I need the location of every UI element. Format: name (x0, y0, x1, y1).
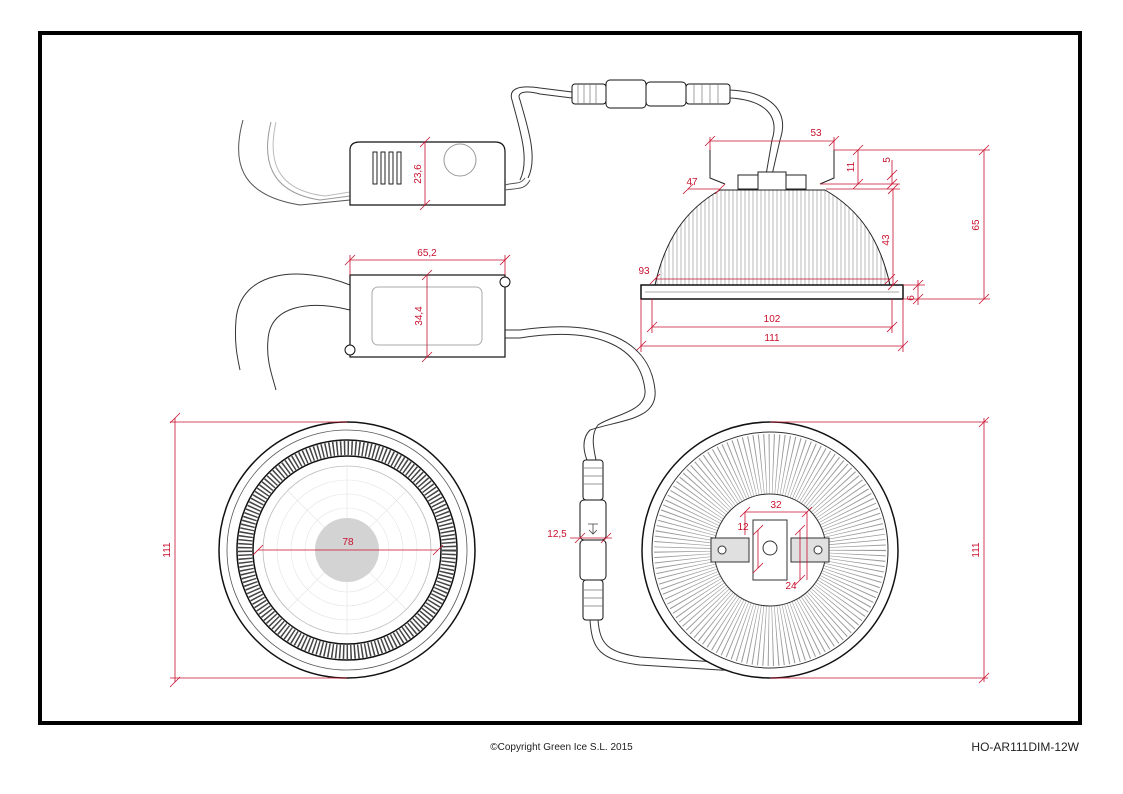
connector-top (571, 79, 731, 109)
ballast-top-view (238, 119, 531, 206)
dim-label-terminal-height: 24 (785, 581, 797, 592)
dim-label-connector-width: 12,5 (547, 529, 567, 540)
dim-label-outer-diameter: 111 (764, 333, 780, 344)
dim-label-clip-offset: 5 (882, 157, 893, 163)
dim-label-reflector-height: 43 (881, 234, 892, 246)
dim-label-clip-height: 11 (846, 161, 857, 172)
dim-label-front-height: 111 (162, 542, 173, 558)
dimension-ballast-top-height: 23,6 (413, 136, 431, 211)
dim-label-rim-thickness: 6 (906, 295, 917, 301)
dim-label-back-height: 111 (971, 542, 982, 558)
drawing-frame (38, 31, 1082, 725)
model-code: HO-AR111DIM-12W (971, 740, 1079, 754)
copyright-text: ©Copyright Green Ice S.L. 2015 (490, 742, 633, 753)
lamp-back-view (641, 421, 899, 679)
dim-label-driver-height: 34,4 (414, 306, 425, 326)
dim-label-terminal-spacing: 32 (770, 500, 782, 511)
dim-label-lens-diameter: 102 (764, 314, 781, 325)
dim-label-reflector-diameter: 93 (638, 266, 650, 277)
dim-label-terminal-width: 12 (737, 522, 749, 533)
lamp-side-view (640, 150, 904, 300)
dim-label-total-height: 65 (971, 219, 982, 231)
dim-label-neck-diameter: 47 (686, 177, 698, 188)
connector-vertical (579, 459, 607, 621)
dim-label-driver-width: 65,2 (417, 248, 437, 259)
dim-label-ballast-top-height: 23,6 (413, 164, 424, 184)
dim-label-front-inner-diameter: 78 (342, 537, 354, 548)
dim-label-clip-width: 53 (810, 128, 822, 139)
